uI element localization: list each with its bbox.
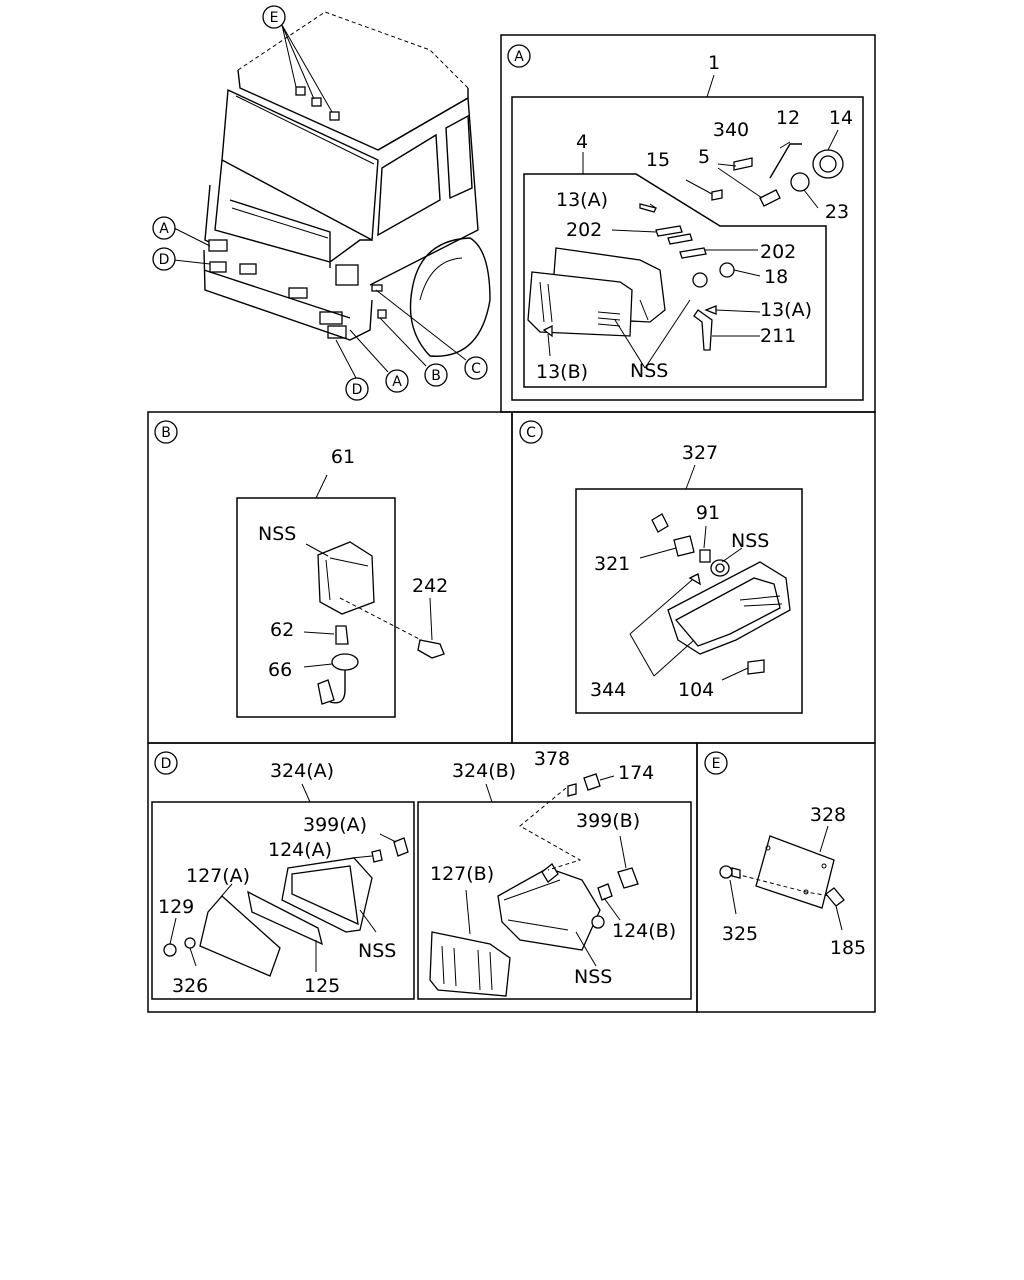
panel-a-tag: A (507, 44, 531, 68)
callout-e: E (262, 5, 286, 29)
label-a-12: 12 (776, 107, 800, 129)
label-d-124b: 124(B) (612, 920, 676, 942)
label-d-174: 174 (618, 762, 654, 784)
label-a-202-left: 202 (566, 219, 602, 241)
truck-cab-illustration (173, 11, 491, 379)
label-b-66: 66 (268, 659, 292, 681)
svg-text:B: B (431, 368, 441, 384)
svg-text:C: C (471, 361, 481, 377)
label-c-321: 321 (594, 553, 630, 575)
callout-a: A (152, 216, 176, 240)
panel-b: B 61 NSS 242 62 66 (154, 420, 448, 718)
label-d-129: 129 (158, 896, 194, 918)
svg-text:A: A (514, 49, 524, 65)
label-e-185: 185 (830, 937, 866, 959)
label-c-344: 344 (590, 679, 626, 701)
panel-c-tag: C (519, 420, 543, 444)
callout-b: B (424, 363, 448, 387)
label-d-326: 326 (172, 975, 208, 997)
label-a-5: 5 (698, 146, 710, 168)
label-c-104: 104 (678, 679, 714, 701)
label-a-nss: NSS (630, 360, 668, 382)
roof-marker-lamp-illustration (719, 825, 845, 931)
label-b-242: 242 (412, 575, 448, 597)
label-e-328: 328 (810, 804, 846, 826)
svg-text:E: E (270, 10, 279, 26)
callout-d: D (152, 247, 176, 271)
label-d-nss-left: NSS (358, 940, 396, 962)
panel-d: D (151, 748, 692, 1000)
label-d-125: 125 (304, 975, 340, 997)
label-a-13a-top: 13(A) (556, 189, 608, 211)
label-d-399b: 399(B) (576, 810, 640, 832)
panel-b-tag: B (154, 420, 178, 444)
panel-a: A (507, 44, 864, 401)
label-b-62: 62 (270, 619, 294, 641)
label-c-327: 327 (682, 442, 718, 464)
svg-text:E: E (712, 756, 721, 772)
label-d-127b: 127(B) (430, 863, 494, 885)
label-d-127a: 127(A) (186, 865, 250, 887)
label-a-13b: 13(B) (536, 361, 588, 383)
label-d-124a: 124(A) (268, 839, 332, 861)
label-a-23: 23 (825, 201, 849, 223)
label-c-91: 91 (696, 502, 720, 524)
label-a-202-right: 202 (760, 241, 796, 263)
label-a-1: 1 (708, 52, 720, 74)
label-b-nss: NSS (258, 523, 296, 545)
svg-text:B: B (161, 425, 171, 441)
label-c-nss: NSS (731, 530, 769, 552)
svg-text:D: D (159, 252, 170, 268)
label-d-324b: 324(B) (452, 760, 516, 782)
svg-text:A: A (159, 221, 169, 237)
label-a-13a-right: 13(A) (760, 299, 812, 321)
svg-text:A: A (392, 374, 402, 390)
label-a-211: 211 (760, 325, 796, 347)
label-a-340: 340 (713, 119, 749, 141)
callout-a-bottom: A (385, 369, 409, 393)
turn-signal-lamp-illustration (629, 513, 791, 681)
label-a-15: 15 (646, 149, 670, 171)
label-e-325: 325 (722, 923, 758, 945)
panel-c: C 327 91 NSS 321 344 104 (519, 420, 803, 714)
callout-c: C (464, 356, 488, 380)
label-a-18: 18 (764, 266, 788, 288)
label-d-324a: 324(A) (270, 760, 334, 782)
panel-d-tag: D (154, 751, 178, 775)
fog-lamp-illustration (163, 773, 639, 997)
svg-text:D: D (161, 756, 172, 772)
panel-e-tag: E (704, 751, 728, 775)
svg-text:C: C (526, 425, 536, 441)
label-d-399a: 399(A) (303, 814, 367, 836)
label-a-14: 14 (829, 107, 853, 129)
panel-e: E 328 325 185 (704, 751, 866, 959)
overview-callouts: E A D D A B C (152, 5, 488, 401)
side-marker-lamp-illustration (303, 541, 445, 705)
label-d-nss-right: NSS (574, 966, 612, 988)
label-a-4: 4 (576, 131, 588, 153)
label-b-61: 61 (331, 446, 355, 468)
headlamp-illustration (527, 129, 844, 369)
panel-frames (147, 34, 876, 1013)
callout-d-bottom: D (345, 377, 369, 401)
svg-text:D: D (352, 382, 363, 398)
label-d-378: 378 (534, 748, 570, 770)
